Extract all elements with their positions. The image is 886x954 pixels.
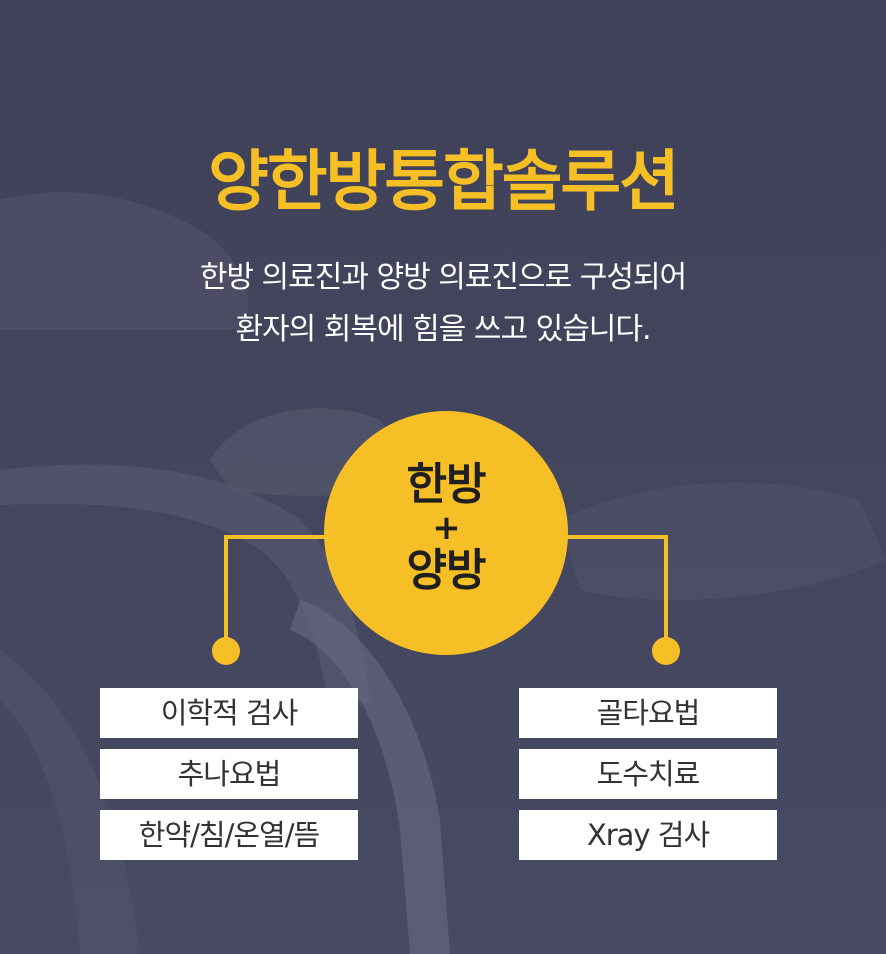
center-label-oriental: 한방	[406, 459, 487, 510]
subtitle-line-2: 환자의 회복에 힘을 쓰고 있습니다.	[235, 312, 651, 347]
left-dot	[212, 637, 240, 665]
center-circle: 한방 + 양방	[324, 411, 568, 655]
page-title: 양한방통합솔루션	[208, 143, 680, 220]
center-plus: +	[432, 508, 461, 548]
right-connector	[560, 535, 668, 650]
left-item-box: 한약/침/온열/뜸	[100, 810, 358, 860]
right-item-box: Xray 검사	[519, 810, 777, 860]
center-label-western: 양방	[406, 545, 487, 596]
right-item-box: 도수치료	[519, 749, 777, 799]
subtitle-line-1: 한방 의료진과 양방 의료진으로 구성되어	[199, 260, 687, 295]
left-item-box: 추나요법	[100, 749, 358, 799]
left-connector	[224, 535, 330, 650]
left-item-box: 이학적 검사	[100, 688, 358, 738]
right-dot	[652, 637, 680, 665]
right-item-box: 골타요법	[519, 688, 777, 738]
